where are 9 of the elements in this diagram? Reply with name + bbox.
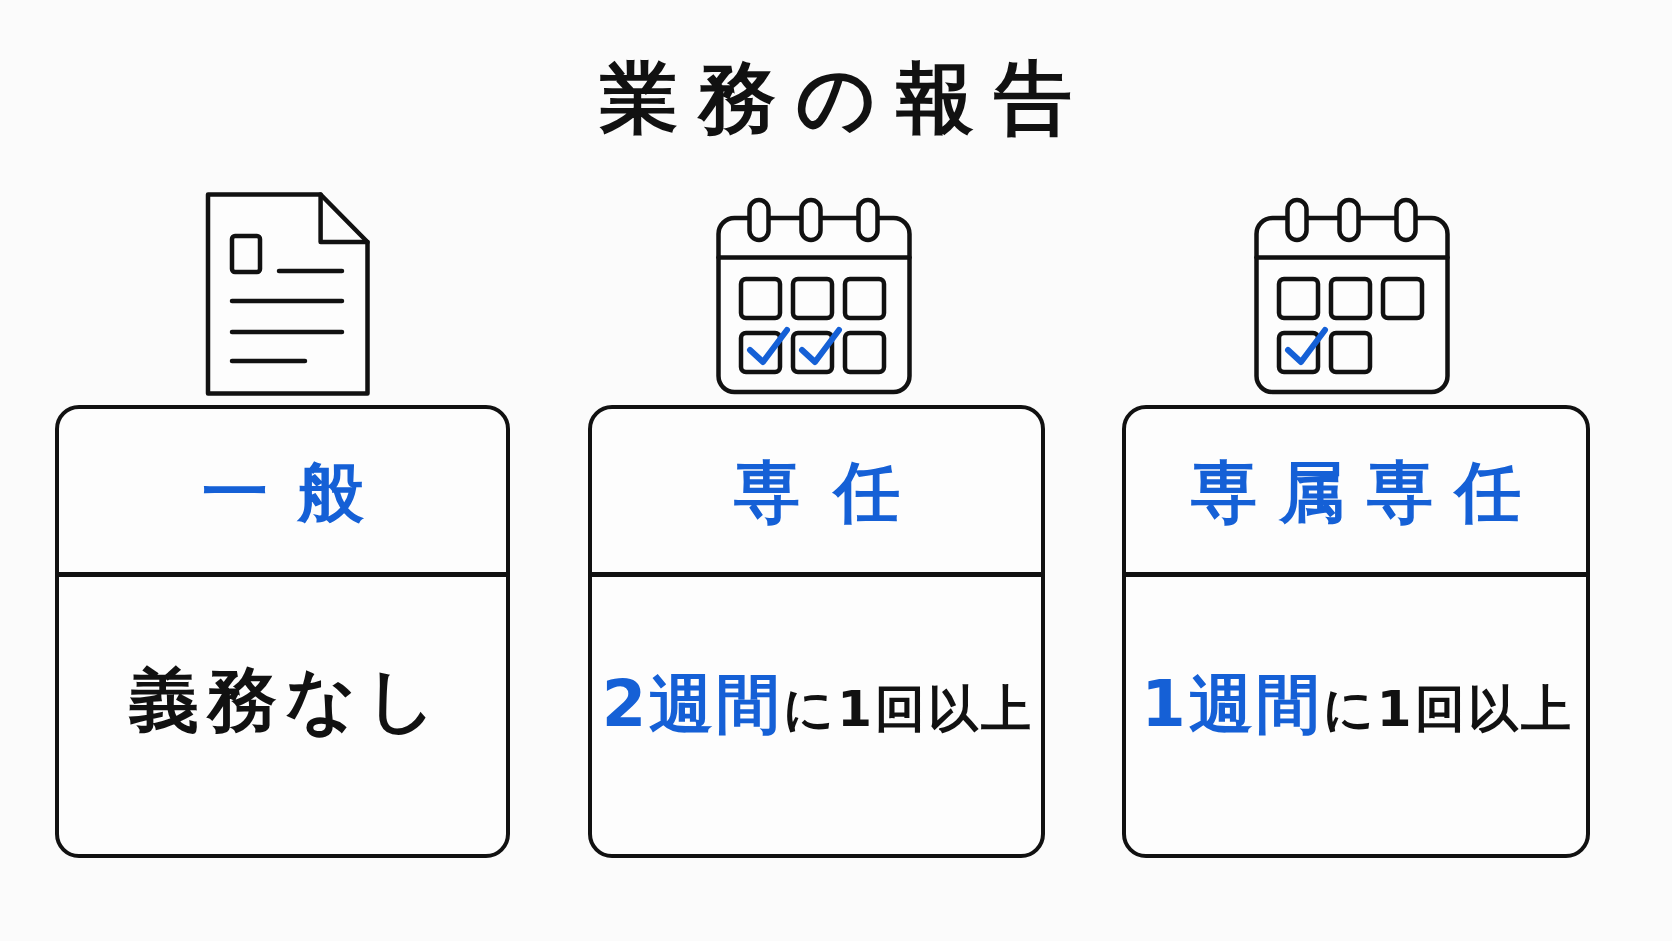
card [55,405,510,858]
card [588,405,1045,858]
card-heading: 専属専任 [1190,460,1543,526]
card-text: 1週間に1回以上 [1140,672,1574,736]
card-text: 2週間に1回以上 [600,672,1035,736]
card-heading: 一般 [200,460,394,526]
card-heading: 専任 [732,460,934,526]
card [1122,405,1590,858]
title: 業務の報告 [599,59,1092,137]
